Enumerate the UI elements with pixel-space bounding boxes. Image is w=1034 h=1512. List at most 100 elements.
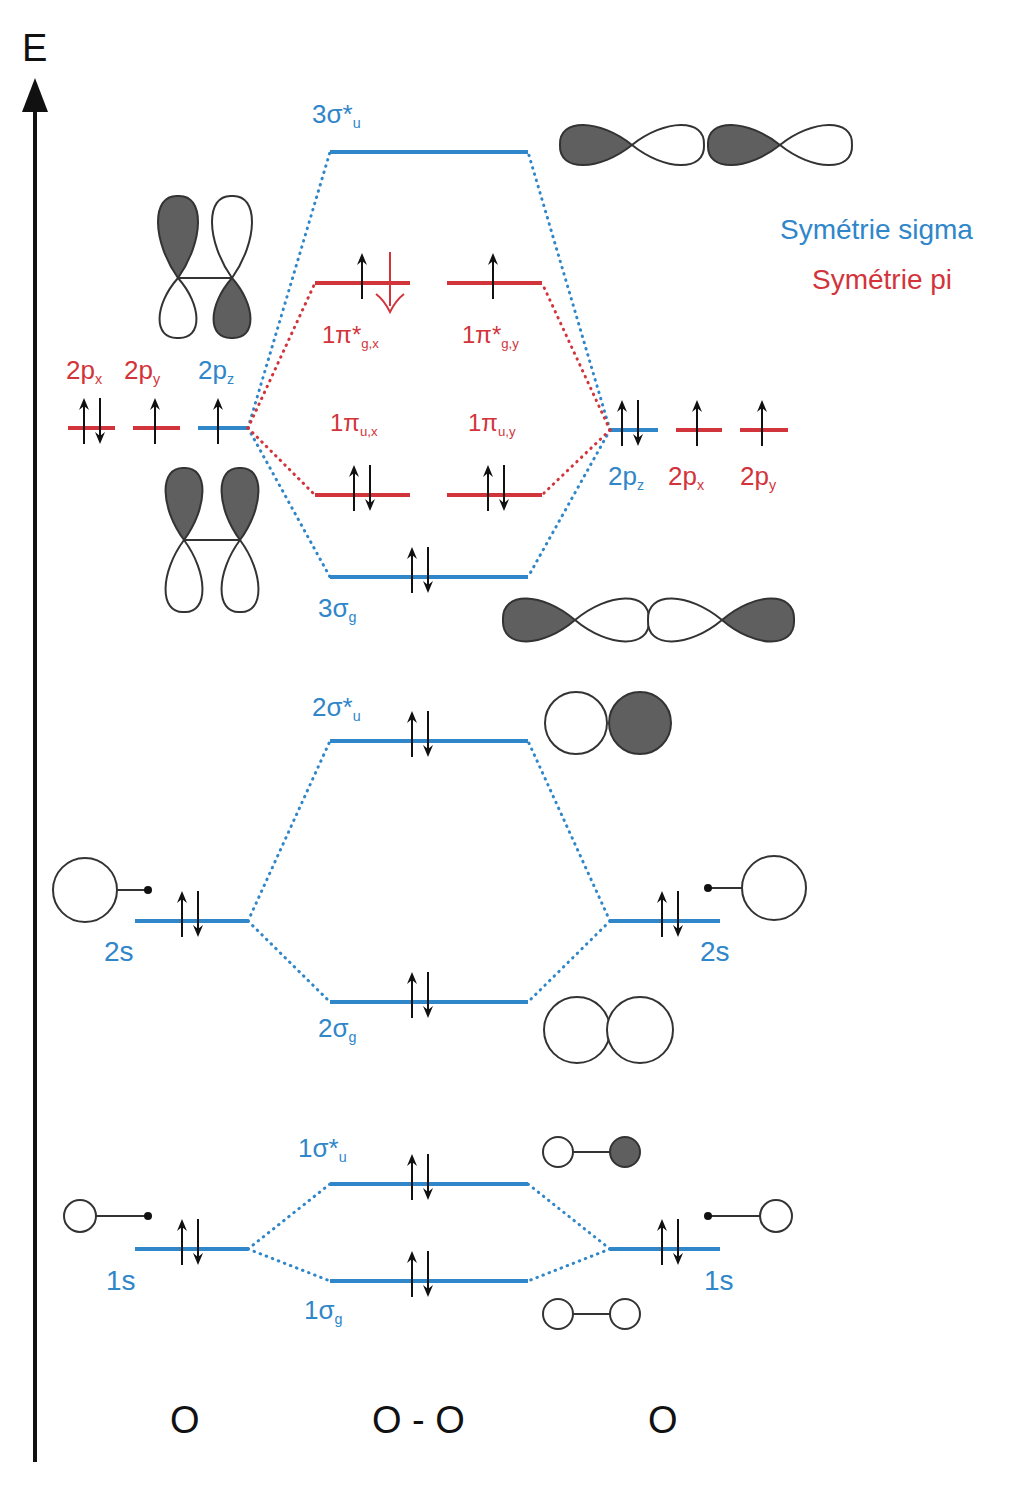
energy-level (610, 428, 658, 432)
arrow-head (150, 398, 160, 410)
bond-line (184, 539, 240, 541)
electron-spin (427, 711, 429, 749)
subscript: g (335, 1311, 343, 1327)
s-orbital (610, 1137, 640, 1167)
subscript: g (349, 1029, 357, 1045)
orbital-lobe (503, 598, 575, 641)
atom-label: O (648, 1400, 678, 1442)
subscript: z (227, 371, 234, 387)
orbital-label: 2py (124, 356, 160, 388)
energy-level (133, 426, 180, 430)
electron-spin (99, 398, 101, 436)
electron-spin (411, 1162, 413, 1200)
energy-level (135, 1247, 248, 1251)
s-orbital (545, 692, 607, 754)
correlation-line (248, 152, 330, 428)
arrow-head (633, 434, 643, 446)
energy-level (610, 919, 720, 923)
subscript: g,y (501, 336, 519, 351)
arrow-head (692, 400, 702, 412)
atom-label: O (170, 1400, 200, 1442)
arrow-head (407, 1251, 417, 1263)
subscript: u (353, 708, 361, 724)
arrow-head (757, 400, 767, 412)
orbital-lobe (212, 196, 252, 278)
arrow-head (499, 499, 509, 511)
arrow-head (423, 1188, 433, 1200)
orbital-lobe (722, 598, 794, 641)
arrow-head (657, 891, 667, 903)
energy-level (135, 919, 248, 923)
nucleus-dot (144, 886, 152, 894)
electron-spin (637, 400, 639, 438)
subscript: u,y (498, 424, 516, 439)
arrow-head (423, 1006, 433, 1018)
orbital-lobe (166, 540, 203, 612)
electron-spin (427, 972, 429, 1010)
arrow-head (193, 1253, 203, 1265)
orbital-label: 3σg (318, 594, 356, 626)
arrow-head (193, 925, 203, 937)
arrow-head (177, 891, 187, 903)
energy-level (330, 150, 528, 154)
electron-spin (427, 1154, 429, 1192)
arrow-head (407, 711, 417, 723)
nucleus-link (708, 887, 742, 889)
molecule-label: O - O (372, 1400, 465, 1442)
arrow-head (376, 294, 404, 312)
energy-level (740, 428, 788, 432)
nucleus-dot (704, 884, 712, 892)
energy-level (447, 281, 542, 285)
orbital-label: 2pz (608, 462, 644, 494)
electron-spin (427, 547, 429, 585)
correlation-line (528, 1184, 610, 1249)
subscript: x (697, 477, 704, 493)
subscript: u (339, 1149, 347, 1165)
energy-level (610, 1247, 720, 1251)
orbital-label: 2σg (318, 1014, 356, 1046)
s-orbital (544, 997, 610, 1063)
orbital-label: 2pz (198, 356, 234, 388)
orbital-label: 1πu,y (468, 410, 516, 439)
arrow-head (423, 745, 433, 757)
arrow-head (213, 398, 223, 410)
s-orbital (64, 1200, 96, 1232)
orbital-lobe (632, 125, 704, 165)
orbital-lobe (214, 278, 251, 338)
correlation-line (528, 430, 610, 577)
orbital-label: 1πu,x (330, 410, 378, 439)
arrow-head (95, 432, 105, 444)
orbital-label: 1σ*u (298, 1134, 347, 1166)
correlation-line (248, 1184, 330, 1249)
arrow-head (407, 547, 417, 559)
subscript: g,x (361, 336, 379, 351)
orbital-lobe (575, 598, 649, 641)
electron-spin (487, 473, 489, 511)
s-orbital (607, 997, 673, 1063)
orbital-label: 1π*g,y (462, 322, 519, 351)
subscript: y (769, 477, 776, 493)
nucleus-dot (704, 1212, 712, 1220)
subscript: y (153, 371, 160, 387)
s-orbital (760, 1200, 792, 1232)
bond-line (572, 1151, 610, 1153)
arrow-head (673, 925, 683, 937)
electron-spin (677, 1219, 679, 1257)
orbital-label: 1s (704, 1266, 734, 1297)
arrow-head (177, 1219, 187, 1231)
orbital-label: 2py (740, 462, 776, 494)
electron-spin (696, 408, 698, 446)
arrow-head (617, 400, 627, 412)
correlation-line (542, 430, 610, 495)
electron-spin (411, 1259, 413, 1297)
orbital-lobe (708, 125, 780, 165)
orbital-label: 2σ*u (312, 693, 361, 725)
electron-spin (181, 899, 183, 937)
orbital-label: 2px (66, 356, 102, 388)
subscript: z (637, 477, 644, 493)
energy-level (676, 428, 722, 432)
correlation-line (528, 152, 610, 430)
nucleus-link (96, 1215, 148, 1217)
orbital-lobe (560, 125, 632, 165)
s-orbital (610, 1299, 640, 1329)
